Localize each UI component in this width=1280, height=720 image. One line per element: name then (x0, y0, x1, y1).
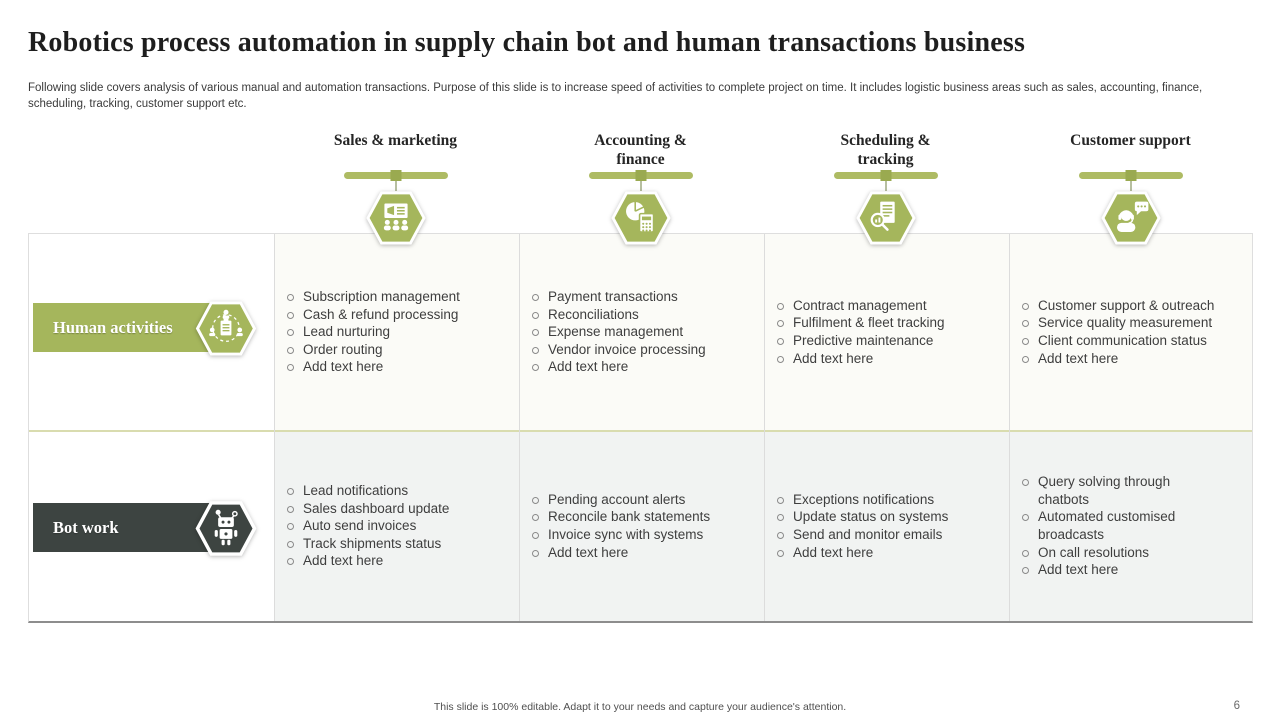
header-node (880, 170, 891, 181)
list-item: Customer support & outreach (1019, 297, 1223, 315)
list-item: Contract management (774, 297, 978, 315)
row-label-human-activities: Human activities (33, 303, 216, 352)
grid-line (274, 234, 275, 621)
list-item: Add text here (529, 358, 733, 376)
customer-support-icon (1100, 191, 1161, 245)
row-label-text: Human activities (53, 318, 173, 337)
human-activities-row-background (274, 234, 1252, 430)
row-divider (29, 430, 1252, 432)
list-item: Cash & refund processing (284, 306, 488, 324)
column-header-scheduling-tracking: Scheduling & tracking (763, 131, 1008, 291)
grid-line (764, 234, 765, 621)
grid-line (519, 234, 520, 621)
grid-line (1009, 234, 1010, 621)
header-stem (639, 181, 642, 191)
list-item: Add text here (284, 552, 488, 570)
list-item: Order routing (284, 341, 488, 359)
list-item: On call resolutions (1019, 544, 1223, 562)
header-node (1125, 170, 1136, 181)
column-header-sales-marketing: Sales & marketing (273, 131, 518, 291)
list-item: Invoice sync with systems (529, 526, 733, 544)
header-node (390, 170, 401, 181)
list-item: Add text here (1019, 350, 1223, 368)
list-item: Expense management (529, 323, 733, 341)
scheduling-tracking-icon (855, 191, 916, 245)
column-title: Scheduling & tracking (840, 132, 931, 168)
page-title: Robotics process automation in supply ch… (28, 27, 1026, 58)
list-item: Fulfilment & fleet tracking (774, 314, 978, 332)
bot-work-row-background (274, 432, 1252, 621)
list-item: Update status on systems (774, 508, 978, 526)
column-title: Customer support (1070, 132, 1191, 149)
footer-note: This slide is 100% editable. Adapt it to… (433, 701, 847, 713)
list-item: Add text here (284, 358, 488, 376)
human-activities-icon (195, 301, 257, 356)
list-item: Vendor invoice processing (529, 341, 733, 359)
column-header-customer-support: Customer support (1008, 131, 1253, 291)
column-header-accounting-finance: Accounting & finance (518, 131, 763, 291)
list-item: Pending account alerts (529, 491, 733, 509)
list-item: Add text here (1019, 561, 1223, 579)
list-item: Lead nurturing (284, 323, 488, 341)
list-item: Automated customised broadcasts (1019, 508, 1223, 543)
list-item: Service quality measurement (1019, 314, 1223, 332)
list-item: Exceptions notifications (774, 491, 978, 509)
column-title: Sales & marketing (333, 132, 458, 149)
row-label-text: Bot work (53, 518, 119, 537)
accounting-finance-icon (610, 191, 671, 245)
list-item: Lead notifications (284, 482, 488, 500)
header-node (635, 170, 646, 181)
list-item: Add text here (774, 544, 978, 562)
header-stem (884, 181, 887, 191)
list-item: Reconciliations (529, 306, 733, 324)
sales-marketing-icon (365, 191, 426, 245)
header-stem (394, 181, 397, 191)
column-title: Accounting & finance (594, 132, 687, 168)
slide-subtitle: Following slide covers analysis of vario… (28, 82, 1203, 110)
header-stem (1129, 181, 1132, 191)
list-item: Send and monitor emails (774, 526, 978, 544)
list-item: Sales dashboard update (284, 500, 488, 518)
page-number: 6 (1233, 700, 1240, 712)
list-item: Subscription management (284, 288, 488, 306)
list-item: Add text here (529, 544, 733, 562)
list-item: Auto send invoices (284, 517, 488, 535)
row-label-bot-work: Bot work (33, 503, 216, 552)
list-item: Payment transactions (529, 288, 733, 306)
list-item: Query solving through chatbots (1019, 473, 1223, 508)
list-item: Track shipments status (284, 535, 488, 553)
list-item: Reconcile bank statements (529, 508, 733, 526)
list-item: Predictive maintenance (774, 332, 978, 350)
list-item: Add text here (774, 350, 978, 368)
list-item: Client communication status (1019, 332, 1223, 350)
bot-work-icon (195, 501, 257, 556)
